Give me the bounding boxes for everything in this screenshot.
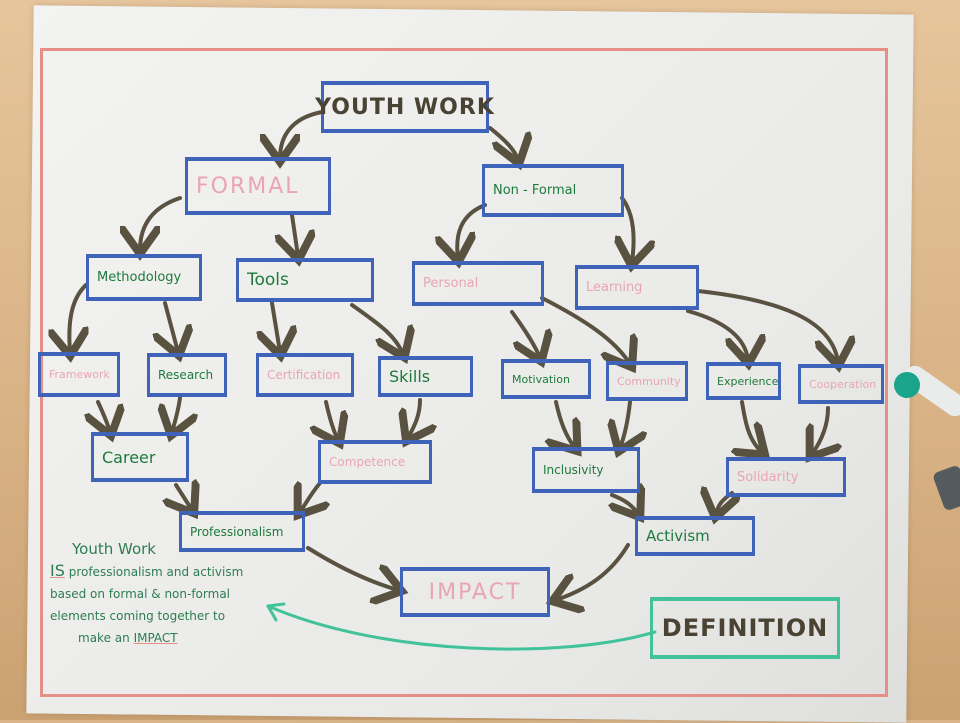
definition-box: DEFINITION	[650, 597, 840, 659]
arrow-community-inclusivity	[620, 400, 630, 448]
node-professionalism: Professionalism	[179, 511, 305, 552]
arrow-methodology-research	[165, 301, 178, 352]
arrow-professionalism-impact	[306, 546, 398, 590]
arrow-activism-impact	[556, 543, 630, 600]
definition-note: Youth Work IS professionalism and activi…	[50, 538, 260, 649]
node-learning: Learning	[575, 265, 699, 310]
arrow-root-formal	[280, 110, 324, 158]
node-cooperation: Cooperation	[798, 364, 884, 404]
arrow-skills-competence	[408, 398, 420, 438]
node-solidarity: Solidarity	[726, 457, 846, 497]
node-career: Career	[91, 432, 189, 482]
arrow-root-nonformal	[488, 126, 518, 160]
note-impact: IMPACT	[133, 631, 178, 645]
note-line-4: make an IMPACT	[78, 627, 260, 649]
node-methodology: Methodology	[86, 254, 202, 301]
node-formal: FORMAL	[185, 157, 331, 215]
note-line-2: based on formal & non-formal	[50, 587, 230, 601]
arrow-formal-methodology	[140, 196, 182, 250]
arrow-inclusivity-activism	[612, 495, 638, 514]
node-youth-work: YOUTH WORK	[315, 81, 494, 133]
node-competence: Competence	[318, 440, 432, 484]
arrow-motivation-inclusivity	[556, 400, 575, 448]
arrow-framework-career	[98, 400, 110, 432]
arrow-tools-certification	[272, 301, 280, 352]
note-line-1-text: professionalism and activism	[68, 565, 244, 579]
node-personal: Personal	[412, 261, 544, 306]
node-impact: IMPACT	[400, 567, 550, 617]
node-experience: Experience	[706, 362, 781, 400]
node-tools: Tools	[236, 258, 374, 302]
note-line-1: IS professionalism and activism	[50, 560, 260, 583]
node-certification: Certification	[256, 353, 354, 397]
node-activism: Activism	[635, 516, 755, 556]
arrow-nonformal-personal	[457, 203, 487, 258]
node-framework: Framework	[38, 352, 120, 397]
node-non-formal: Non - Formal	[482, 164, 624, 217]
arrow-career-professionalism	[176, 485, 192, 510]
node-inclusivity: Inclusivity	[532, 447, 640, 493]
arrow-research-career	[172, 396, 180, 432]
note-is: IS	[50, 561, 65, 580]
note-make-an: make an	[78, 631, 130, 645]
arrow-learning-experience	[686, 309, 748, 360]
arrow-learning-cooperation	[696, 289, 838, 362]
node-research: Research	[147, 353, 227, 397]
page-border	[40, 48, 888, 697]
arrow-competence-professionalism	[300, 483, 320, 512]
arrow-cooperation-solidarity	[812, 406, 828, 454]
arrow-experience-solidarity	[742, 400, 762, 452]
arrow-definition-note	[266, 604, 657, 651]
node-community: Community	[606, 361, 688, 401]
arrow-methodology-framework	[69, 283, 86, 352]
arrow-tools-skills	[350, 303, 403, 354]
arrow-personal-motivation	[510, 310, 540, 358]
node-motivation: Motivation	[501, 359, 591, 399]
arrow-nonformal-learning	[622, 196, 634, 262]
note-line-3: elements coming together to	[50, 609, 226, 623]
arrow-personal-community	[540, 296, 630, 364]
note-title: Youth Work	[72, 540, 156, 558]
node-skills: Skills	[378, 356, 473, 397]
arrow-formal-tools	[292, 213, 298, 256]
arrow-certification-competence	[326, 400, 338, 440]
